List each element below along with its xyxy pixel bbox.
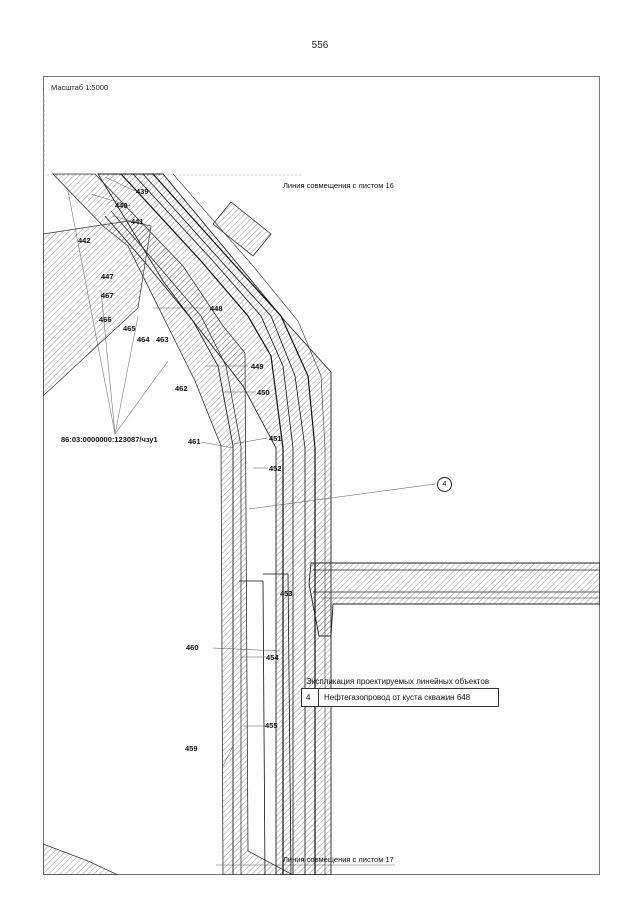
point-466: 466 bbox=[99, 315, 112, 324]
pipeline-axis-4 bbox=[152, 173, 316, 875]
map-drawing bbox=[43, 76, 600, 875]
point-467: 467 bbox=[101, 291, 114, 300]
land-parcel-bottom-left bbox=[43, 843, 119, 875]
pipeline-axis-2 bbox=[132, 173, 294, 875]
point-462: 462 bbox=[175, 384, 188, 393]
point-447: 447 bbox=[101, 272, 114, 281]
point-464: 464 bbox=[137, 335, 150, 344]
point-449: 449 bbox=[251, 362, 264, 371]
point-448: 448 bbox=[210, 304, 223, 313]
map-frame: Масштаб 1:5000 Линия совмещения с листом… bbox=[43, 76, 600, 875]
point-453: 453 bbox=[280, 589, 293, 598]
page-number: 556 bbox=[311, 40, 329, 51]
point-465: 465 bbox=[123, 324, 136, 333]
point-441: 441 bbox=[131, 217, 144, 226]
point-452: 452 bbox=[269, 464, 282, 473]
cadastral-label: 86:03:0000000:123087/чзу1 bbox=[61, 435, 158, 444]
scale-label: Масштаб 1:5000 bbox=[51, 83, 109, 92]
point-460: 460 bbox=[186, 643, 199, 652]
legend-row: 4 Нефтегазопровод от куста скважин 648 bbox=[301, 688, 499, 707]
pipeline-corridor-main bbox=[97, 173, 332, 875]
point-439: 439 bbox=[136, 187, 149, 196]
point-leaders bbox=[90, 176, 436, 767]
point-455: 455 bbox=[265, 721, 278, 730]
point-459: 459 bbox=[185, 744, 198, 753]
pipeline-axis-1 bbox=[120, 173, 284, 875]
legend-row-name: Нефтегазопровод от куста скважин 648 bbox=[324, 693, 471, 702]
branch-corridor bbox=[308, 562, 600, 637]
point-461: 461 bbox=[188, 437, 201, 446]
point-450: 450 bbox=[257, 388, 270, 397]
combine-bottom-label: Линия совмещения с листом 17 bbox=[283, 855, 394, 864]
legend-title: Экспликация проектируемых линейных объек… bbox=[306, 677, 490, 686]
point-442: 442 bbox=[78, 236, 91, 245]
pipeline-axis-3 bbox=[142, 173, 306, 875]
combine-top-label: Линия совмещения с листом 16 bbox=[283, 181, 394, 190]
legend-row-number: 4 bbox=[302, 689, 319, 706]
object-marker: 4 bbox=[437, 477, 452, 492]
point-463: 463 bbox=[156, 335, 169, 344]
point-440: 440 bbox=[115, 201, 128, 210]
cadastral-leaders bbox=[67, 190, 169, 435]
point-454: 454 bbox=[266, 653, 279, 662]
point-451: 451 bbox=[269, 434, 282, 443]
pad-structure bbox=[212, 201, 272, 257]
